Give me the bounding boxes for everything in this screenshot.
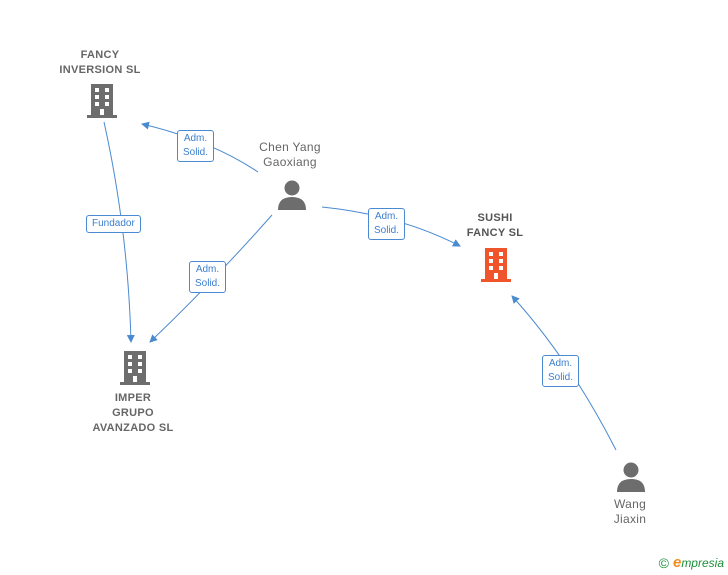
building-icon[interactable] [120, 351, 150, 385]
building-icon[interactable] [481, 248, 511, 282]
edge-label-fancy-imper: Fundador [86, 215, 141, 233]
node-label-fancy-inversion[interactable]: FANCY INVERSION SL [59, 49, 141, 76]
copyright-icon: © [658, 554, 669, 571]
edge-label-wang-sushi: Adm. Solid. [542, 355, 580, 387]
node-label-chen-yang[interactable]: Chen Yang Gaoxiang [259, 140, 321, 169]
node-label-imper-grupo[interactable]: IMPER GRUPO AVANZADO SL [92, 392, 174, 434]
edge-label-chen-sushi: Adm. Solid. [368, 208, 406, 240]
person-icon[interactable] [278, 180, 306, 211]
brand-logo: empresia [672, 554, 724, 571]
empresia-watermark: © empresia [659, 554, 724, 571]
edge-label-chen-fancy: Adm. Solid. [177, 130, 215, 162]
edge-label-chen-imper: Adm. Solid. [189, 261, 227, 293]
fancy-building-body [91, 84, 113, 117]
building-icon[interactable] [87, 84, 117, 118]
node-label-sushi-fancy[interactable]: SUSHI FANCY SL [466, 212, 524, 239]
person-icon[interactable] [617, 462, 645, 493]
node-label-wang-jiaxin[interactable]: Wang Jiaxin [613, 497, 647, 526]
